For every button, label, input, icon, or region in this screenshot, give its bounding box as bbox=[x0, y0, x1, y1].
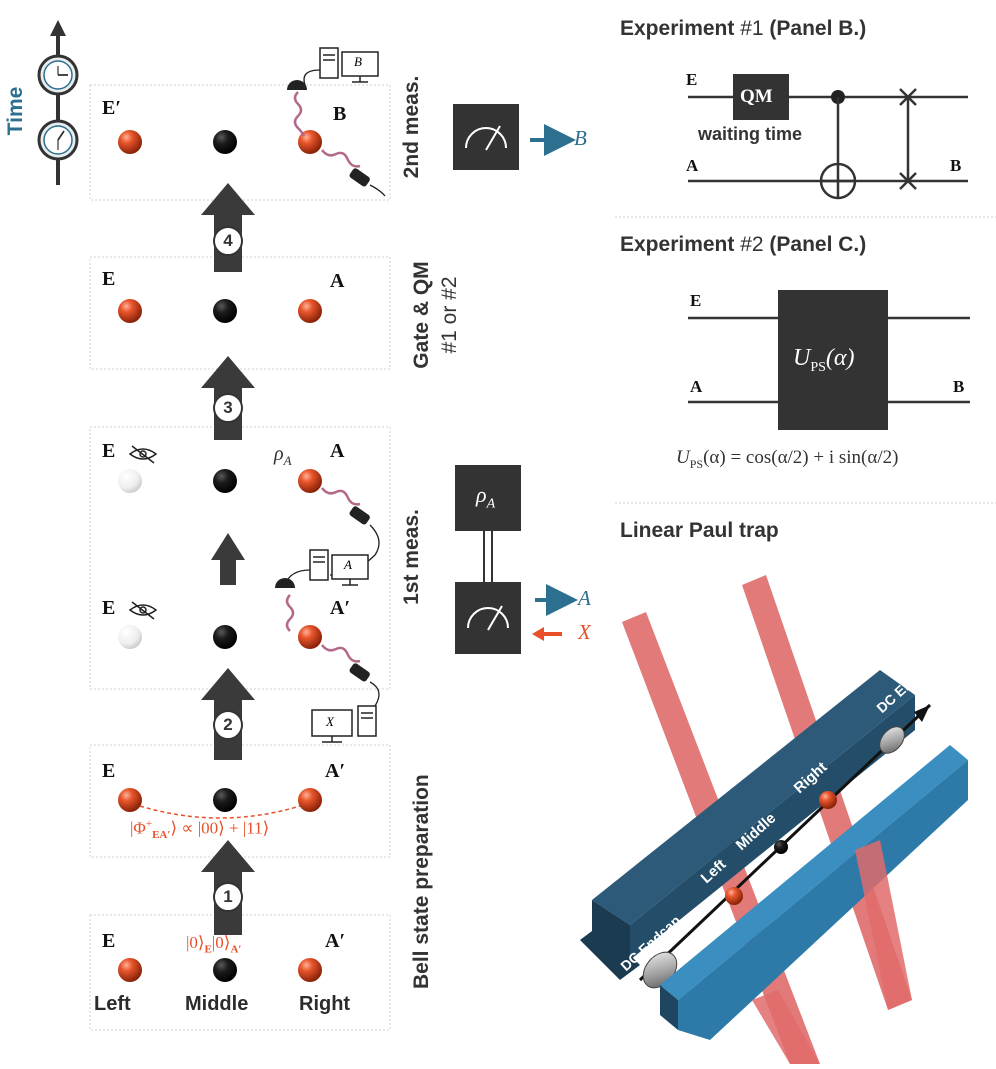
bell-formula: |Φ+EA′⟩ ∝ |00⟩ + |11⟩ bbox=[130, 818, 270, 842]
laser-beam-left-front bbox=[752, 990, 820, 1064]
ion-left-2nd bbox=[118, 130, 142, 154]
label-1st-meas: 1st meas. bbox=[400, 509, 423, 605]
label-pos-right: Right bbox=[299, 993, 351, 1015]
screen-letter-x: X bbox=[326, 714, 334, 729]
electrode-back-front bbox=[592, 900, 630, 960]
label-bell-prep: Bell state preparation bbox=[410, 774, 433, 989]
experiment-1-title: Experiment #1 (Panel B.) bbox=[620, 17, 867, 40]
computer-icon-A bbox=[309, 549, 369, 586]
photon-waves bbox=[285, 91, 361, 663]
computer-icon-B bbox=[319, 47, 379, 83]
label-ion-left-initial: E bbox=[102, 930, 116, 952]
ion-middle-meas-lower bbox=[213, 625, 237, 649]
ion-right-meas-upper bbox=[298, 469, 322, 493]
label-ion-right-2nd: B bbox=[333, 103, 347, 125]
ion-right-initial bbox=[298, 958, 322, 982]
exp1-wire-b: B bbox=[950, 156, 962, 175]
label-rho: ρA bbox=[274, 443, 292, 468]
entanglement-arc bbox=[139, 805, 301, 819]
ion-middle-2nd bbox=[213, 130, 237, 154]
label-gate-choice: #1 or #2 bbox=[438, 276, 461, 354]
exp2-wire-e: E bbox=[690, 291, 702, 310]
label-ion-right-initial: A′ bbox=[325, 930, 346, 952]
label-ion-right-gate: A bbox=[330, 270, 345, 292]
step-number-3: 3 bbox=[213, 393, 243, 423]
clock-icon-bottom bbox=[37, 119, 79, 161]
computer-icon-X bbox=[311, 705, 377, 743]
label-gate-qm: Gate & QM bbox=[410, 261, 433, 369]
experiment-2-title: Experiment #2 (Panel C.) bbox=[620, 233, 867, 256]
exp1-waiting-time: waiting time bbox=[698, 124, 803, 144]
electrode-bottom bbox=[580, 925, 640, 980]
trap-ion-right bbox=[819, 791, 837, 809]
ion-middle-bell bbox=[213, 788, 237, 812]
laser-beam-right-front bbox=[855, 840, 912, 1010]
measurement-box-1st bbox=[455, 582, 578, 654]
ion-left-meas-lower bbox=[118, 625, 142, 649]
initial-state: |0⟩E|0⟩A′ bbox=[186, 933, 242, 956]
circuit-experiment-2 bbox=[688, 290, 970, 430]
label-ion-left-2nd: E′ bbox=[102, 97, 121, 119]
electrode-back-side bbox=[630, 695, 915, 960]
exp2-wire-a: A bbox=[690, 377, 703, 396]
label-pos-left: Left bbox=[94, 993, 131, 1015]
arrow-mid bbox=[211, 533, 245, 585]
clock-icon-top bbox=[37, 54, 79, 96]
screen-letter-b: B bbox=[354, 54, 362, 69]
measurement-box-2nd bbox=[453, 104, 576, 170]
screen-letter-a: A bbox=[344, 557, 352, 572]
hidden-eye-icon bbox=[128, 601, 158, 620]
exp2-wire-b: B bbox=[953, 377, 965, 396]
label-2nd-meas: 2nd meas. bbox=[400, 75, 423, 179]
trap-ion-left bbox=[725, 887, 743, 905]
detector-icons bbox=[275, 80, 307, 588]
label-ion-right-meas-upper: A bbox=[330, 440, 345, 462]
ion-middle-meas-upper bbox=[213, 469, 237, 493]
endcap-top bbox=[879, 726, 905, 754]
trap-title: Linear Paul trap bbox=[620, 519, 779, 542]
ion-right-meas-lower bbox=[298, 625, 322, 649]
electrode-front-end bbox=[660, 985, 678, 1030]
label-ion-right-meas-lower: A′ bbox=[330, 597, 351, 619]
time-label: Time bbox=[4, 86, 27, 136]
label-ion-right-bell: A′ bbox=[325, 760, 346, 782]
exp2-gate-label: UPS(α) bbox=[793, 345, 855, 375]
exp1-wire-e: E bbox=[686, 70, 698, 89]
exp1-wire-a: A bbox=[686, 156, 699, 175]
ion-left-bell bbox=[118, 788, 142, 812]
output-x: X bbox=[578, 620, 591, 644]
label-ion-left-meas-upper: E bbox=[102, 440, 116, 462]
circuit-experiment-1 bbox=[688, 74, 968, 200]
label-pos-middle: Middle bbox=[185, 993, 249, 1015]
step-number-4: 4 bbox=[213, 226, 243, 256]
ions bbox=[118, 130, 322, 982]
step-number-2: 2 bbox=[213, 710, 243, 740]
ion-right-bell bbox=[298, 788, 322, 812]
ion-left-initial bbox=[118, 958, 142, 982]
electrode-back-top bbox=[592, 670, 915, 925]
step-number-1: 1 bbox=[213, 882, 243, 912]
electrode-front-face bbox=[678, 760, 968, 1040]
ion-middle-initial bbox=[213, 958, 237, 982]
label-ion-left-gate: E bbox=[102, 268, 116, 290]
label-ion-left-bell: E bbox=[102, 760, 116, 782]
output-a: A bbox=[578, 586, 591, 610]
laser-emitters bbox=[349, 168, 370, 682]
rho-box bbox=[455, 465, 521, 582]
output-b: B bbox=[574, 126, 587, 150]
time-axis bbox=[37, 20, 79, 185]
exp2-equation: UPS(α) = cos(α/2) + i sin(α/2) bbox=[676, 447, 899, 471]
trap-ion-middle bbox=[774, 840, 788, 854]
ion-left-meas-upper bbox=[118, 469, 142, 493]
ion-middle-gate bbox=[213, 299, 237, 323]
label-ion-left-meas-lower: E bbox=[102, 597, 116, 619]
rho-box-label: ρA bbox=[476, 482, 496, 512]
paul-trap bbox=[580, 575, 968, 1064]
electrode-front-top bbox=[660, 745, 968, 1000]
ion-right-gate bbox=[298, 299, 322, 323]
ion-left-gate bbox=[118, 299, 142, 323]
exp1-qm-box: QM bbox=[740, 86, 773, 107]
hidden-eye-icon bbox=[128, 445, 158, 464]
